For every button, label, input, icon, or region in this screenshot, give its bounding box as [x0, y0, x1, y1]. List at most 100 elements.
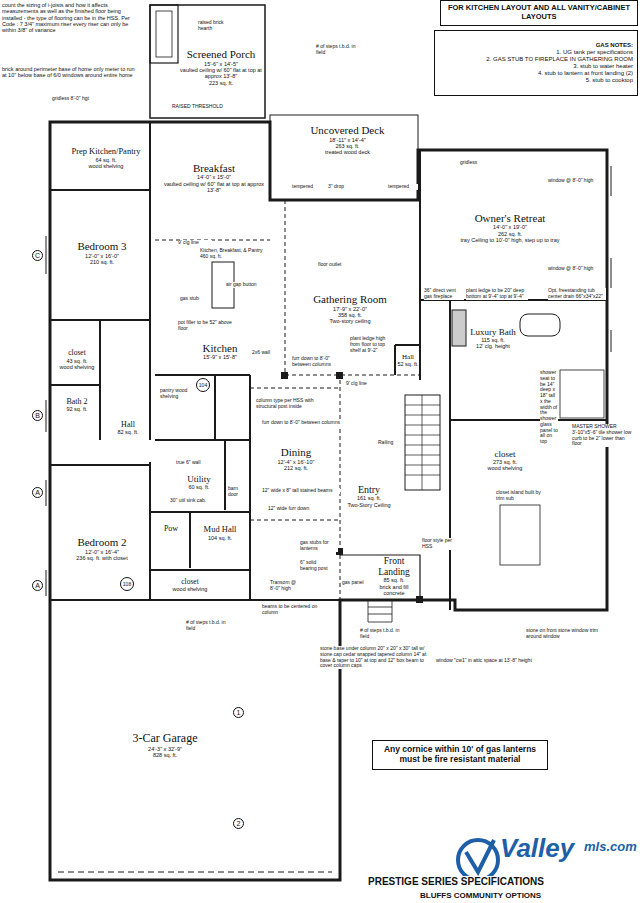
room-note: 52 sq. ft. [397, 361, 418, 367]
annotation: gridless [460, 160, 490, 166]
room: Breakfast14'-0" x 15'-0"vaulted ceiling … [160, 150, 268, 205]
room-note: 2. GAS STUB TO FIREPLACE IN GATHERING RO… [486, 56, 633, 63]
annotation: pantry wood shelving [160, 388, 194, 400]
room: 3-Car Garage24'-3" x 32'-9"828 sq. ft. [100, 720, 230, 770]
window-mark [46, 166, 611, 596]
callout-number: A [32, 580, 43, 591]
room-note: 18'-11" x 14'-4" [329, 137, 365, 143]
logo-text: Valley [500, 834, 580, 864]
room: Entry161 sq. ft.Two-Story Ceiling [344, 478, 394, 514]
annotation: air gap button [226, 282, 262, 288]
column [281, 372, 288, 379]
room-note: tray Ceiling to 10'-0" high, step up to … [461, 237, 560, 243]
header-box: FOR KITCHEN LAYOUT AND ALL VANITY/CABINE… [440, 0, 638, 26]
footer-text: PRESTIGE SERIES SPECIFICATIONS [368, 876, 628, 888]
room-name: Mud Hall [204, 525, 237, 535]
room-note: 14'-0" x 15'-0" [197, 174, 231, 180]
annotation: window "cw1" in attic space at 13'-8" he… [436, 658, 536, 664]
room: Utility60 sq. ft. [176, 468, 222, 496]
annotation: Opt. freestanding tub center drain 66"x3… [548, 288, 606, 300]
room-note: 82 sq. ft. [117, 429, 138, 435]
fireplace-symbol [150, 5, 178, 63]
logo-swoosh [458, 840, 498, 880]
room-note: 161 sq. ft. [357, 495, 381, 501]
room-note: 236 sq. ft. with closet [76, 555, 127, 561]
room-note: 273 sq. ft. [493, 459, 517, 465]
room: Bath 292 sq. ft. [56, 392, 98, 418]
room: Pow [154, 520, 188, 538]
room-note: 223 sq. ft. [209, 80, 233, 86]
room-note: 92 sq. ft. [66, 406, 87, 412]
room: Screened Porch15'-6" x 14'-5"vaulted cei… [180, 36, 262, 98]
room: Bedroom 312'-0" x 16'-0"210 sq. ft. [58, 230, 146, 275]
room-note: 210 sq. ft. [90, 259, 114, 265]
room: Hall52 sq. ft. [396, 347, 420, 373]
room-name: Owner's Retreat [475, 212, 546, 225]
annotation: gas panel [342, 580, 368, 586]
room: Kitchen15'-9" x 15'-8" [190, 336, 250, 366]
room: Front Landing85 sq. ft.brick and fill co… [370, 556, 418, 596]
annotation: barn door [228, 486, 248, 498]
front-steps [368, 600, 392, 622]
room-name: Front Landing [370, 556, 418, 578]
room: Owner's Retreat14'-0" x 19'-0"262 sq. ft… [440, 200, 580, 255]
annotation: shower seat to be 14" deep x 18" tall x … [540, 370, 558, 445]
room-name: Luxury Bath [470, 327, 516, 337]
room-note: 1. UG tank per specifications [556, 49, 633, 56]
deck: Uncovered Deck18'-11" x 14'-4"263 sq. ft… [285, 120, 410, 160]
room-note: 212 sq. ft. [284, 465, 308, 471]
annotation: stone base under column 20" x 20" x 30" … [320, 646, 430, 669]
room: closetwood shelving [160, 574, 220, 596]
column [336, 372, 343, 379]
room-name: Bath 2 [66, 397, 87, 406]
room: Prep Kitchen/Pantry64 sq. ft.wood shelvi… [66, 136, 146, 180]
annotation: 12" wide x 8" tall stained beams [262, 488, 340, 494]
annotation: gas stub [180, 296, 210, 302]
room-name: Hall [402, 353, 414, 361]
room: Mud Hall104 sq. ft. [194, 520, 246, 546]
annotation: gridless 8'-0" hgt [52, 96, 92, 102]
room-note: 43 sq. ft. [66, 358, 87, 364]
room-note: 5. stub to cooktop [586, 77, 633, 84]
room: Luxury Bath115 sq. ft.12' clg. height [468, 318, 518, 358]
annotation: furr down to 8'-0" between columns [262, 420, 342, 426]
gas-fireplace [452, 310, 466, 346]
annotation: floor style per HSS [422, 538, 456, 550]
room-note: 17'-9" x 22'-0" [333, 306, 367, 312]
room-note: wood shelving [488, 465, 523, 471]
room-note: 4. stub to lantern at front landing (2) [538, 70, 633, 77]
room-note: 14'-0" x 19'-0" [493, 224, 527, 230]
room-name: 3-Car Garage [133, 732, 198, 746]
annotation: true 6" wall [176, 460, 210, 466]
room-name: closet [495, 449, 516, 459]
annotation: 2x6 wall [252, 350, 276, 356]
room-note: Two-story ceiling [330, 318, 371, 324]
callout-number: 2 [233, 818, 244, 829]
annotation: # of steps t.b.d. in field [316, 44, 362, 56]
logo-text: mls.com [584, 840, 638, 855]
annotation: 12" wide furr down [268, 506, 318, 512]
porch-outline [150, 5, 265, 118]
annotation: raised brick hearth [198, 20, 238, 32]
callout-number: A [32, 487, 43, 498]
callout-number: 104 [196, 378, 210, 392]
room-note: wood shelving [60, 364, 95, 370]
room-name: Breakfast [193, 162, 235, 175]
annotation: 6" solid bearing post [300, 560, 334, 572]
room-name: closet [68, 349, 86, 358]
annotation: plant ledge high from floor to top shelf… [350, 336, 392, 353]
room-note: vaulted ceiling w/ 60" flat at top at ap… [160, 181, 268, 194]
annotation: Transom @ 8'-0" high [270, 580, 298, 592]
annotation: Kitchen, Breakfast, & Pantry 460 sq. ft. [200, 248, 266, 260]
room-name: Screened Porch [187, 48, 256, 61]
landing-outline [340, 555, 420, 600]
room-note: 104 sq. ft. [208, 535, 232, 541]
callout-number: C [32, 250, 43, 261]
annotation: stone on front stone window trim around … [526, 628, 612, 640]
stair-outline [405, 395, 440, 490]
callout-number: 108 [120, 577, 134, 591]
room-name: Dining [281, 446, 312, 459]
room-note: Two-Story Ceiling [347, 502, 390, 508]
room-name: Utility [187, 474, 211, 484]
room-name: closet [181, 578, 199, 587]
